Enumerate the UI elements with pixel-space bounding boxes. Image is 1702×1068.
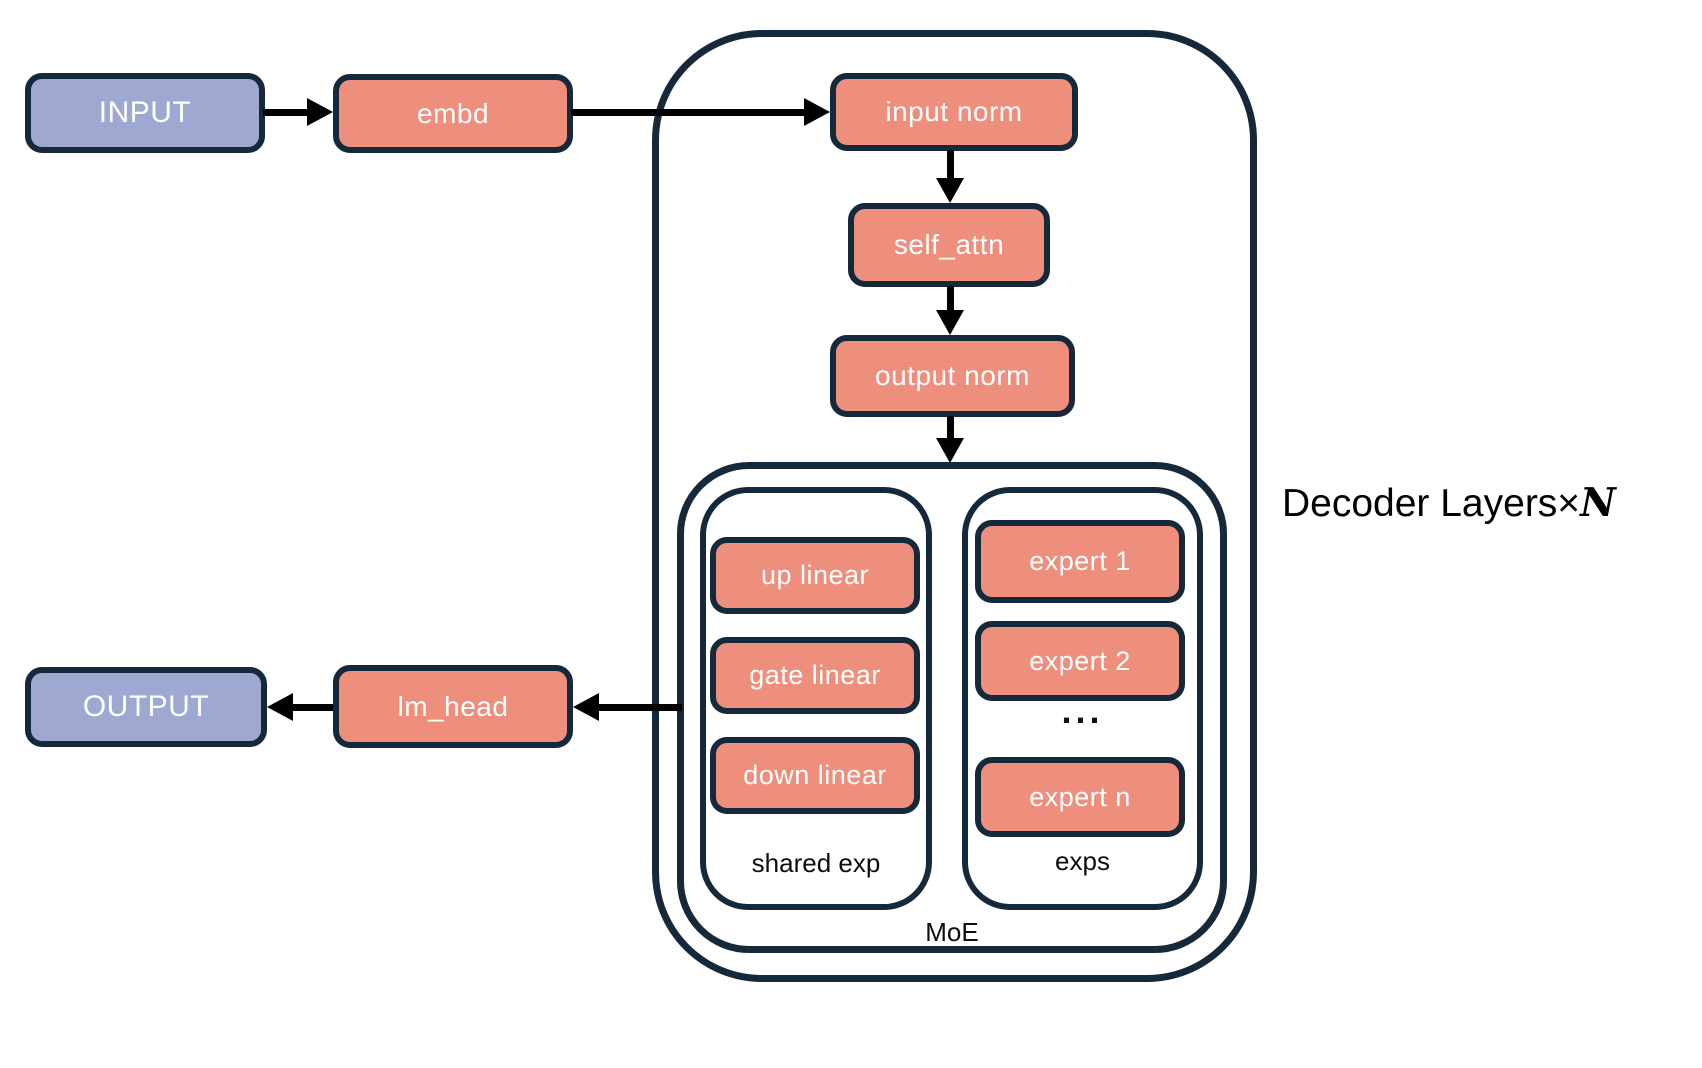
arrow-head <box>267 693 293 721</box>
lm-head-node: lm_head <box>333 665 573 748</box>
arrow-line <box>947 286 954 313</box>
up-linear-node: up linear <box>710 537 920 614</box>
arrow-line <box>947 416 954 441</box>
output-norm-node: output norm <box>830 335 1075 417</box>
arrow-line <box>596 704 682 711</box>
arrow-head <box>936 178 964 203</box>
shared-exp-label: shared exp <box>751 848 881 878</box>
decoder-layers-label: Decoder Layers×N <box>1282 480 1616 526</box>
decoder-layers-container <box>652 30 1257 982</box>
arrow-line <box>947 150 954 181</box>
arrow-head <box>307 98 333 126</box>
exps-container <box>962 487 1203 910</box>
decoder-layers-label-n: N <box>1580 480 1616 526</box>
expert-1-node: expert 1 <box>975 520 1185 603</box>
arrow-head <box>936 438 964 463</box>
output-node: OUTPUT <box>25 667 267 747</box>
self-attn-node: self_attn <box>848 203 1050 287</box>
decoder-layers-label-text: Decoder Layers× <box>1282 482 1581 525</box>
arrow-line <box>263 109 311 116</box>
arrow-line <box>291 704 333 711</box>
arrow-head <box>936 310 964 335</box>
embd-node: embd <box>333 74 573 153</box>
expert-2-node: expert 2 <box>975 621 1185 701</box>
arrow-line <box>571 109 808 116</box>
experts-ellipsis: ... <box>1061 690 1104 731</box>
moe-label: MoE <box>925 917 979 947</box>
shared-exp-container <box>700 487 932 910</box>
input-norm-node: input norm <box>830 73 1078 151</box>
arrow-head <box>573 693 599 721</box>
input-node: INPUT <box>25 73 265 153</box>
expert-n-node: expert n <box>975 757 1185 837</box>
gate-linear-node: gate linear <box>710 637 920 714</box>
down-linear-node: down linear <box>710 737 920 814</box>
arrow-head <box>804 98 830 126</box>
exps-label: exps <box>1055 846 1110 876</box>
